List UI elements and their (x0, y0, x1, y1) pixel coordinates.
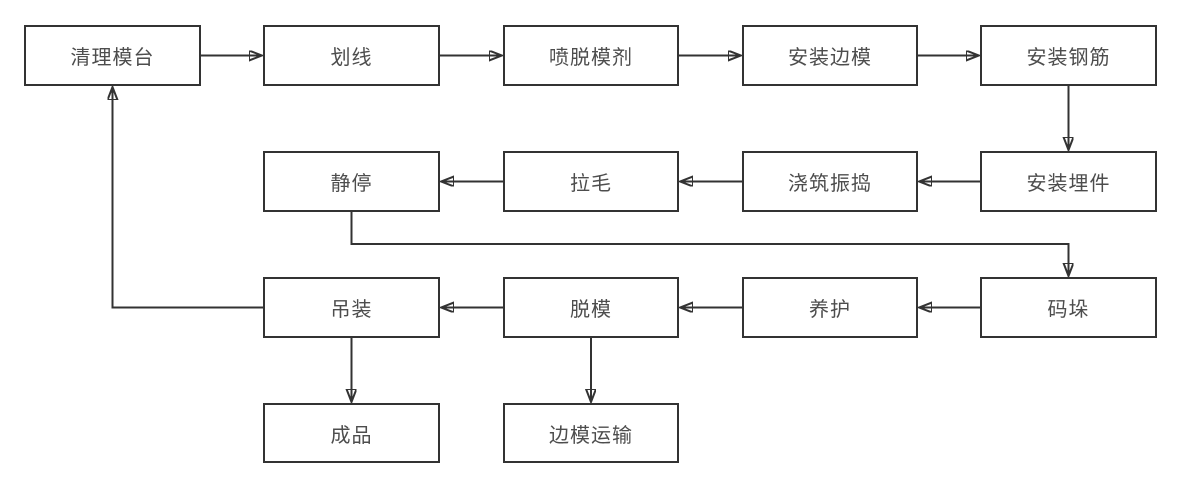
node-stacking: 码垛 (980, 277, 1157, 338)
node-static-rest: 静停 (263, 151, 440, 212)
node-install-rebar: 安装钢筋 (980, 25, 1157, 86)
node-curing: 养护 (742, 277, 918, 338)
edge-hoisting-to-clean-mold-table (113, 88, 263, 309)
node-marking: 划线 (263, 25, 440, 86)
node-side-mold-transport: 边模运输 (503, 403, 679, 463)
edge-static-rest-to-stacking (350, 212, 1069, 275)
node-install-side-molds: 安装边模 (742, 25, 918, 86)
node-demolding: 脱模 (503, 277, 679, 338)
node-finished-product: 成品 (263, 403, 440, 463)
node-pouring-vibrating: 浇筑振捣 (742, 151, 918, 212)
node-roughening: 拉毛 (503, 151, 679, 212)
node-spray-release-agent: 喷脱模剂 (503, 25, 679, 86)
node-hoisting: 吊装 (263, 277, 440, 338)
node-install-embedded-parts: 安装埋件 (980, 151, 1157, 212)
node-clean-mold-table: 清理模台 (24, 25, 201, 86)
